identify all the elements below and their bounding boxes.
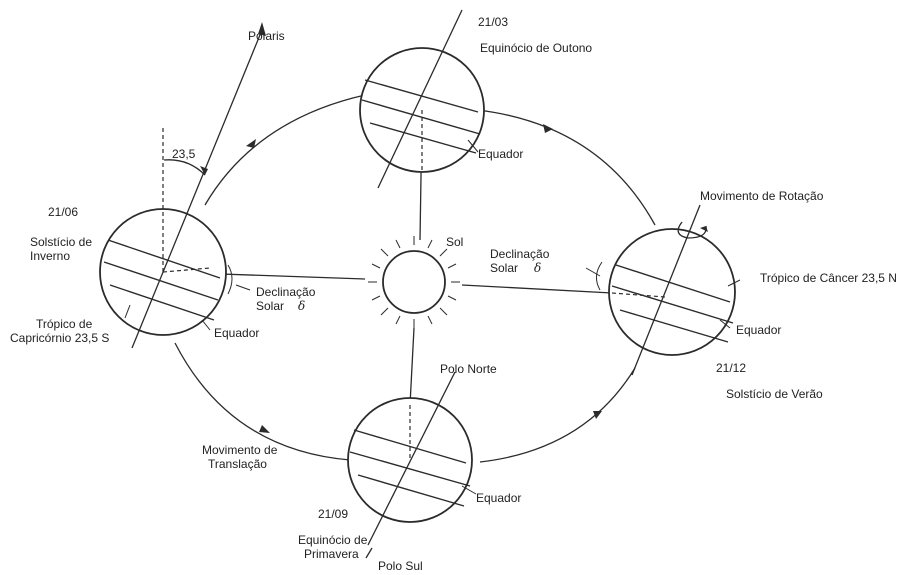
label-equinox-spring-2: Primavera <box>304 547 359 561</box>
label-delta-left: δ <box>298 299 305 313</box>
label-date-sep: 21/09 <box>318 507 348 521</box>
label-date-dec: 21/12 <box>716 361 746 375</box>
label-declination-right-2: Solar <box>490 261 518 275</box>
label-delta-right: δ <box>534 261 541 275</box>
orbit-arrow-bottom-right <box>593 411 602 419</box>
orbit-direction-arrows <box>246 124 602 433</box>
label-north-pole: Polo Norte <box>440 362 497 376</box>
label-movement-translation-2: Translação <box>208 457 267 471</box>
label-equator-right: Equador <box>736 323 781 337</box>
sun-rays <box>368 236 460 328</box>
label-movement-rotation: Movimento de Rotação <box>700 189 824 203</box>
orbit-arrow-bottom-left <box>259 425 270 433</box>
label-leader-lines <box>124 139 741 495</box>
label-tropic-capricorn-2: Capricórnio 23,5 S <box>10 331 109 345</box>
label-equinox-spring-1: Equinócio de <box>298 533 368 547</box>
label-date-mar: 21/03 <box>478 15 508 29</box>
orbit-arrow-top-left <box>246 139 256 148</box>
label-sun: Sol <box>446 235 463 249</box>
label-tropic-capricorn-1: Trópico de <box>36 317 93 331</box>
label-angle: 23,5 <box>172 147 196 161</box>
label-equator-top: Equador <box>478 147 523 161</box>
label-solstice-summer: Solstício de Verão <box>726 387 823 401</box>
label-equator-left: Equador <box>214 326 259 340</box>
label-equator-bottom: Equador <box>476 491 521 505</box>
orbit-arrow-top-right <box>543 124 553 133</box>
label-date-jun: 21/06 <box>48 205 78 219</box>
sun <box>368 236 460 328</box>
label-movement-translation-1: Movimento de <box>202 443 278 457</box>
earth-december-solstice <box>596 204 736 376</box>
earth-june-solstice <box>99 22 266 349</box>
label-polaris: Polaris <box>248 29 285 43</box>
label-equinox-autumn: Equinócio de Outono <box>480 41 592 55</box>
label-declination-left-2: Solar <box>256 299 284 313</box>
orbit-path <box>174 94 656 463</box>
label-solstice-winter-1: Solstício de <box>30 235 92 249</box>
label-south-pole: Polo Sul <box>378 559 423 573</box>
earth-september-equinox <box>347 371 473 559</box>
label-declination-left-1: Declinação <box>256 285 316 299</box>
label-tropic-cancer: Trópico de Câncer 23,5 N <box>760 271 897 285</box>
earth-march-equinox <box>359 9 485 189</box>
label-solstice-winter-2: Inverno <box>30 249 70 263</box>
label-declination-right-1: Declinação <box>490 247 550 261</box>
